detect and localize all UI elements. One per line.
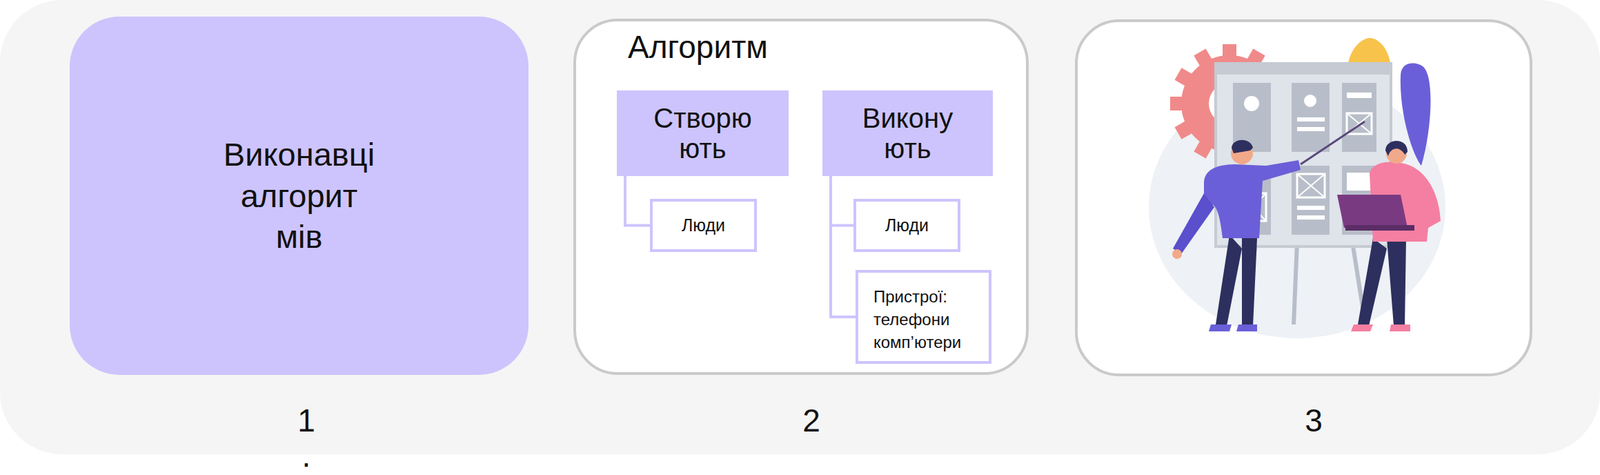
executors-panel: Виконавці алгорит мів [69,16,529,375]
callout-number: 1 [278,404,334,437]
leaf-box: Люди [853,198,961,252]
algorithm-panel: АлгоритмСтворю ютьЛюди Викону ютьЛюдиПрис… [573,18,1029,375]
header-box: Викону ють [822,90,993,176]
node-text: Люди [681,213,726,237]
node-text: Виконавці алгорит мів [217,133,382,258]
callout-number: 3 [1286,404,1342,437]
node-text: Створю ють [647,102,759,164]
callout-dot: . [278,439,334,472]
leaf-box: Люди [649,198,757,252]
node-text: Алгоритм [627,28,768,67]
node-text: Люди [885,213,929,237]
tree-connector [830,175,854,226]
callout-number: 2 [783,404,839,437]
tree-connector [625,175,650,226]
node-text: Викону ють [852,102,964,164]
header-box: Створю ють [616,90,789,176]
tree-connector [830,175,856,317]
leaf-box: Пристрої: телефони комп’ютери [855,269,992,364]
background-panel [0,0,1600,454]
node-text: Пристрої: телефони комп’ютери [873,284,988,354]
presentation-illustration [1148,37,1446,339]
illustration-panel [1076,20,1532,375]
